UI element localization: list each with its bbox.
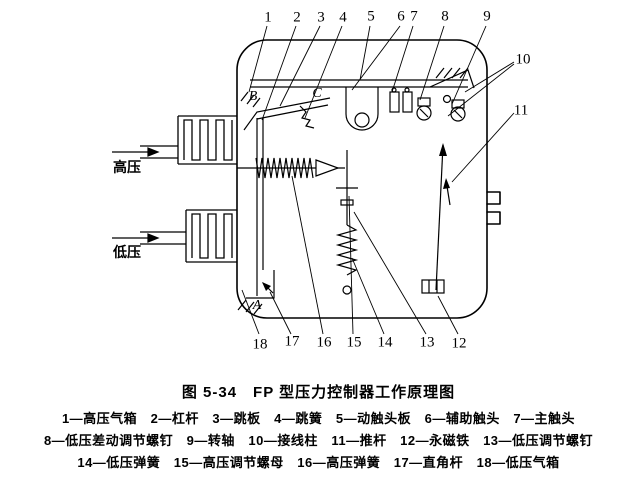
low-pressure-label: 低压: [113, 244, 141, 260]
terminal-screw-right: [450, 99, 466, 122]
push-rod: [435, 144, 444, 291]
figure-caption: 图 5-34 FP 型压力控制器工作原理图: [181, 384, 456, 401]
callout-2: 2: [293, 9, 301, 26]
adjusting-nut: [336, 150, 358, 225]
callout-16: 16: [316, 334, 332, 351]
legend-line-2: 8—低压差动调节螺钉 9—转轴 10—接线柱 11—推杆 12—永磁铁 13—低…: [43, 433, 594, 448]
frame-hatching: [435, 67, 469, 79]
callout-3: 3: [317, 9, 325, 26]
push-rod-arrowhead: [439, 143, 447, 156]
contact-block-right: [402, 91, 413, 113]
screw-head: [340, 199, 354, 206]
callout-11: 11: [513, 102, 529, 119]
legend-line-1: 1—高压气箱 2—杠杆 3—跳板 4—跳簧 5—动触头板 6—辅助触头 7—主触…: [61, 411, 576, 426]
callout-10: 10: [515, 51, 531, 68]
high-pressure-bellows: [140, 115, 237, 165]
callout-18: 18: [252, 336, 268, 353]
callout-9: 9: [483, 8, 491, 25]
callout-7: 7: [410, 8, 418, 25]
callout-14: 14: [377, 334, 393, 351]
jump-spring: [299, 105, 315, 129]
legend-line-3: 14—低压弹簧 15—高压调节螺母 16—高压弹簧 17—直角杆 18—低压气箱: [77, 455, 560, 470]
callout-6: 6: [397, 8, 405, 25]
pivot-shaft: [442, 94, 452, 104]
lever-lines: [243, 97, 331, 131]
low-pressure-bellows: [140, 209, 237, 263]
point-label-c: C: [312, 86, 322, 101]
low-pressure-inlet-arrow: [112, 233, 160, 243]
pivot-b-hatching: [240, 91, 261, 108]
high-pressure-spring: [255, 157, 314, 179]
vertical-lever-bar: [256, 118, 264, 296]
callout-13: 13: [419, 334, 435, 351]
callout-1: 1: [264, 9, 272, 26]
right-angle-bar: [246, 270, 275, 299]
right-tab-lower: [486, 211, 501, 225]
controller-body-outline: [236, 39, 488, 319]
frame-bracket: [429, 69, 475, 89]
callout-15: 15: [346, 334, 362, 351]
high-pressure-inlet-arrow: [112, 147, 160, 157]
callout-8: 8: [441, 8, 449, 25]
high-pressure-label: 高压: [113, 159, 141, 175]
callout-12: 12: [451, 335, 467, 352]
housing-roller: [354, 112, 370, 128]
support-hatching-a: [237, 299, 263, 315]
callout-4: 4: [339, 9, 347, 26]
permanent-magnet: [421, 279, 445, 294]
point-label-a: A: [252, 298, 262, 313]
terminal-screw-left: [416, 97, 432, 121]
bell-housing: [345, 87, 379, 131]
low-pressure-spring: [335, 224, 359, 276]
leader-lines: [241, 25, 515, 335]
contact-block-left: [389, 91, 400, 113]
point-label-b: B: [248, 89, 258, 104]
spring-cone-tip: [315, 159, 340, 177]
spring-hook: [342, 285, 352, 295]
right-tab-upper: [486, 191, 501, 205]
pressure-controller-diagram: [112, 25, 515, 335]
callout-5: 5: [367, 8, 375, 25]
callout-17: 17: [284, 333, 300, 350]
